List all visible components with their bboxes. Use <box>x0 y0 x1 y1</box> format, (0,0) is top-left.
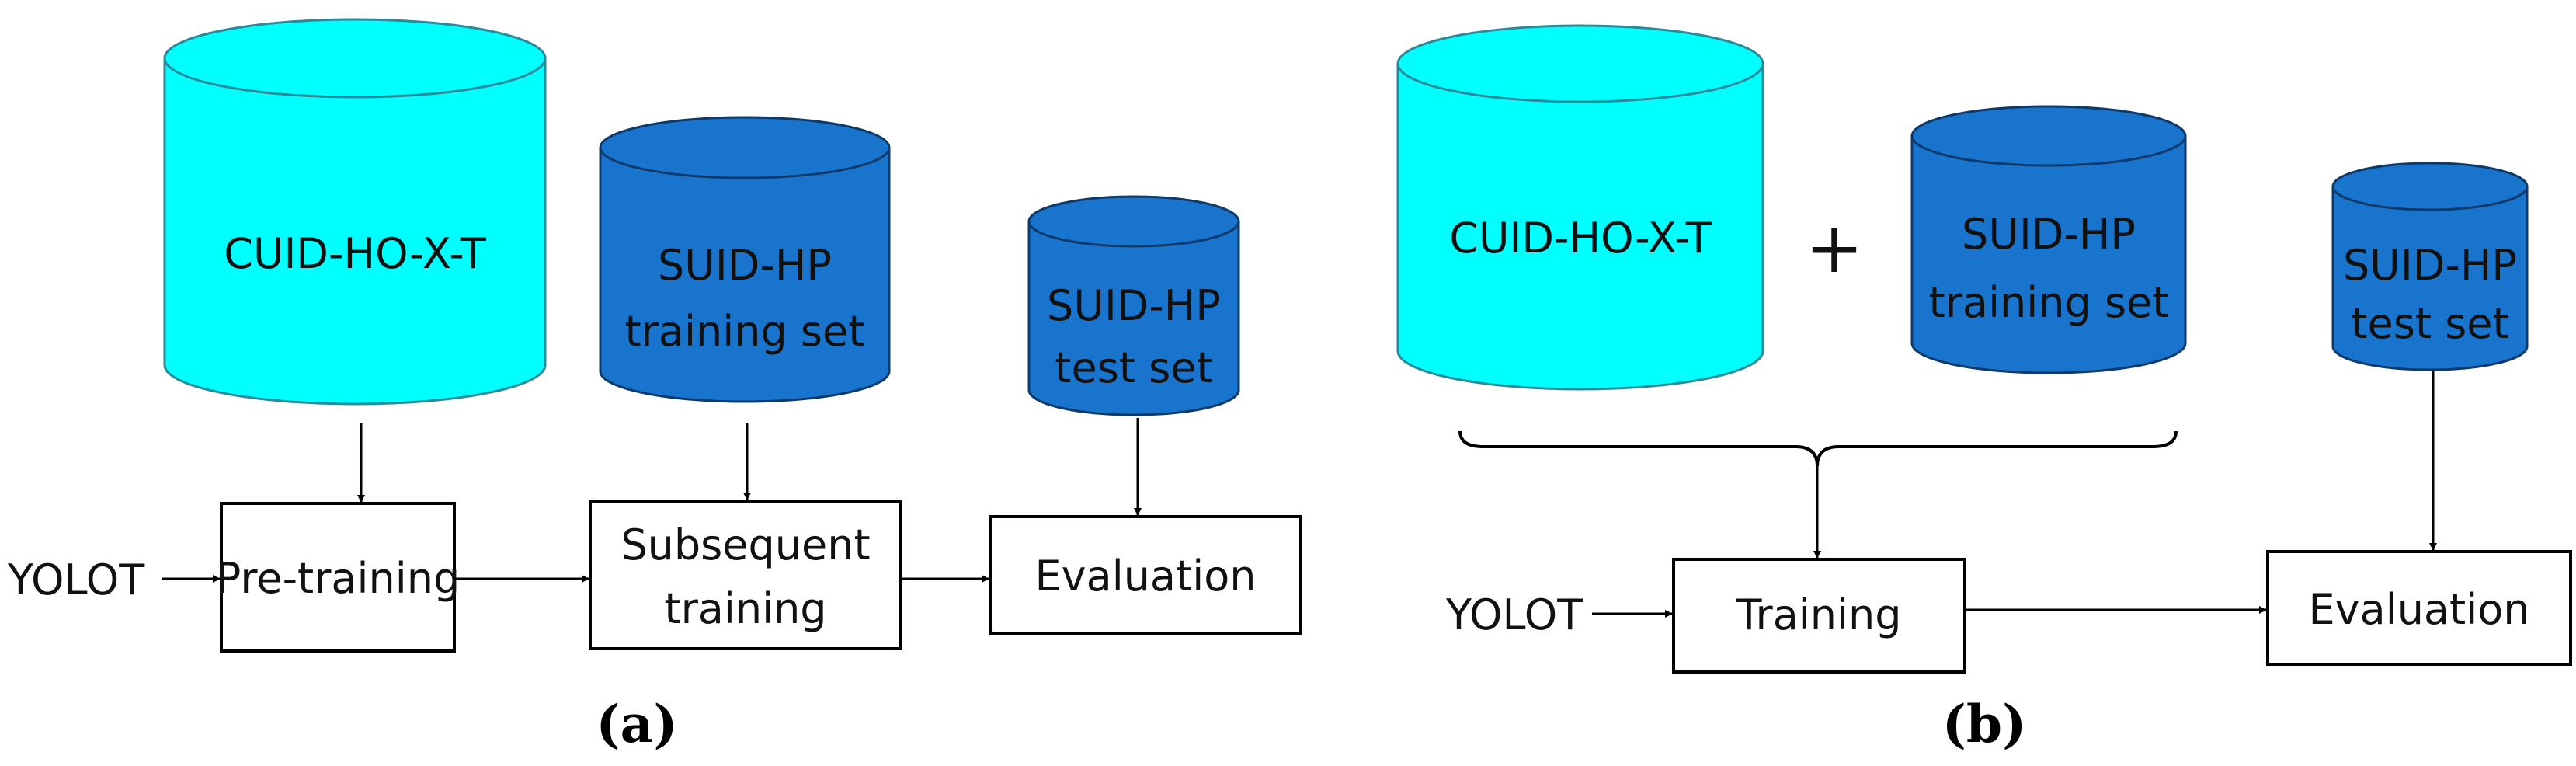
cuid-database-label-b: CUID-HO-X-T <box>1449 214 1712 263</box>
suid-training-cylinder-a: SUID-HP training set <box>599 116 891 403</box>
yolot-input-label-a: YOLOT <box>7 555 145 604</box>
suid-test-label-line1-a: SUID-HP <box>1047 281 1221 330</box>
suid-training-cylinder-b: SUID-HP training set <box>1910 105 2187 374</box>
subsequent-training-label-line1: Subsequent <box>621 521 870 569</box>
suid-test-label-line2-a: test set <box>1055 343 1212 392</box>
cuid-database-cylinder-a: CUID-HO-X-T <box>163 18 547 406</box>
evaluation-label-b: Evaluation <box>2309 585 2530 634</box>
panel-b-caption: (b) <box>1942 694 2027 754</box>
subsequent-training-label-line2: training <box>664 584 826 633</box>
panel-a-caption: (a) <box>596 694 677 754</box>
training-label-b: Training <box>1735 590 1901 639</box>
evaluation-box-a: Evaluation <box>989 515 1302 635</box>
panel-a: CUID-HO-X-T SUID-HP training set SUID-HP… <box>7 18 1302 754</box>
suid-training-label-line2-b: training set <box>1929 278 2169 327</box>
suid-test-label-line2-b: test set <box>2351 299 2508 348</box>
cuid-database-cylinder-b: CUID-HO-X-T <box>1396 24 1764 391</box>
subsequent-training-box: Subsequent training <box>589 500 902 650</box>
pretraining-label: Pre-training <box>216 554 461 603</box>
plus-sign: + <box>1805 207 1863 289</box>
suid-test-cylinder-a: SUID-HP test set <box>1027 195 1240 416</box>
cuid-database-label-a: CUID-HO-X-T <box>224 229 486 278</box>
suid-training-label-line1-a: SUID-HP <box>658 241 832 290</box>
pretraining-box: Pre-training <box>216 502 461 653</box>
yolot-input-label-b: YOLOT <box>1445 590 1583 639</box>
training-box-b: Training <box>1672 558 1966 674</box>
evaluation-label-a: Evaluation <box>1035 552 1257 601</box>
suid-test-label-line1-b: SUID-HP <box>2343 241 2517 290</box>
suid-test-cylinder-b: SUID-HP test set <box>2331 162 2529 371</box>
suid-training-label-line1-b: SUID-HP <box>1962 210 2136 259</box>
evaluation-box-b: Evaluation <box>2266 550 2572 666</box>
suid-training-label-line2-a: training set <box>625 307 865 356</box>
grouping-brace <box>1458 430 2178 467</box>
panel-b: CUID-HO-X-T + SUID-HP training set SUID-… <box>1396 24 2572 754</box>
